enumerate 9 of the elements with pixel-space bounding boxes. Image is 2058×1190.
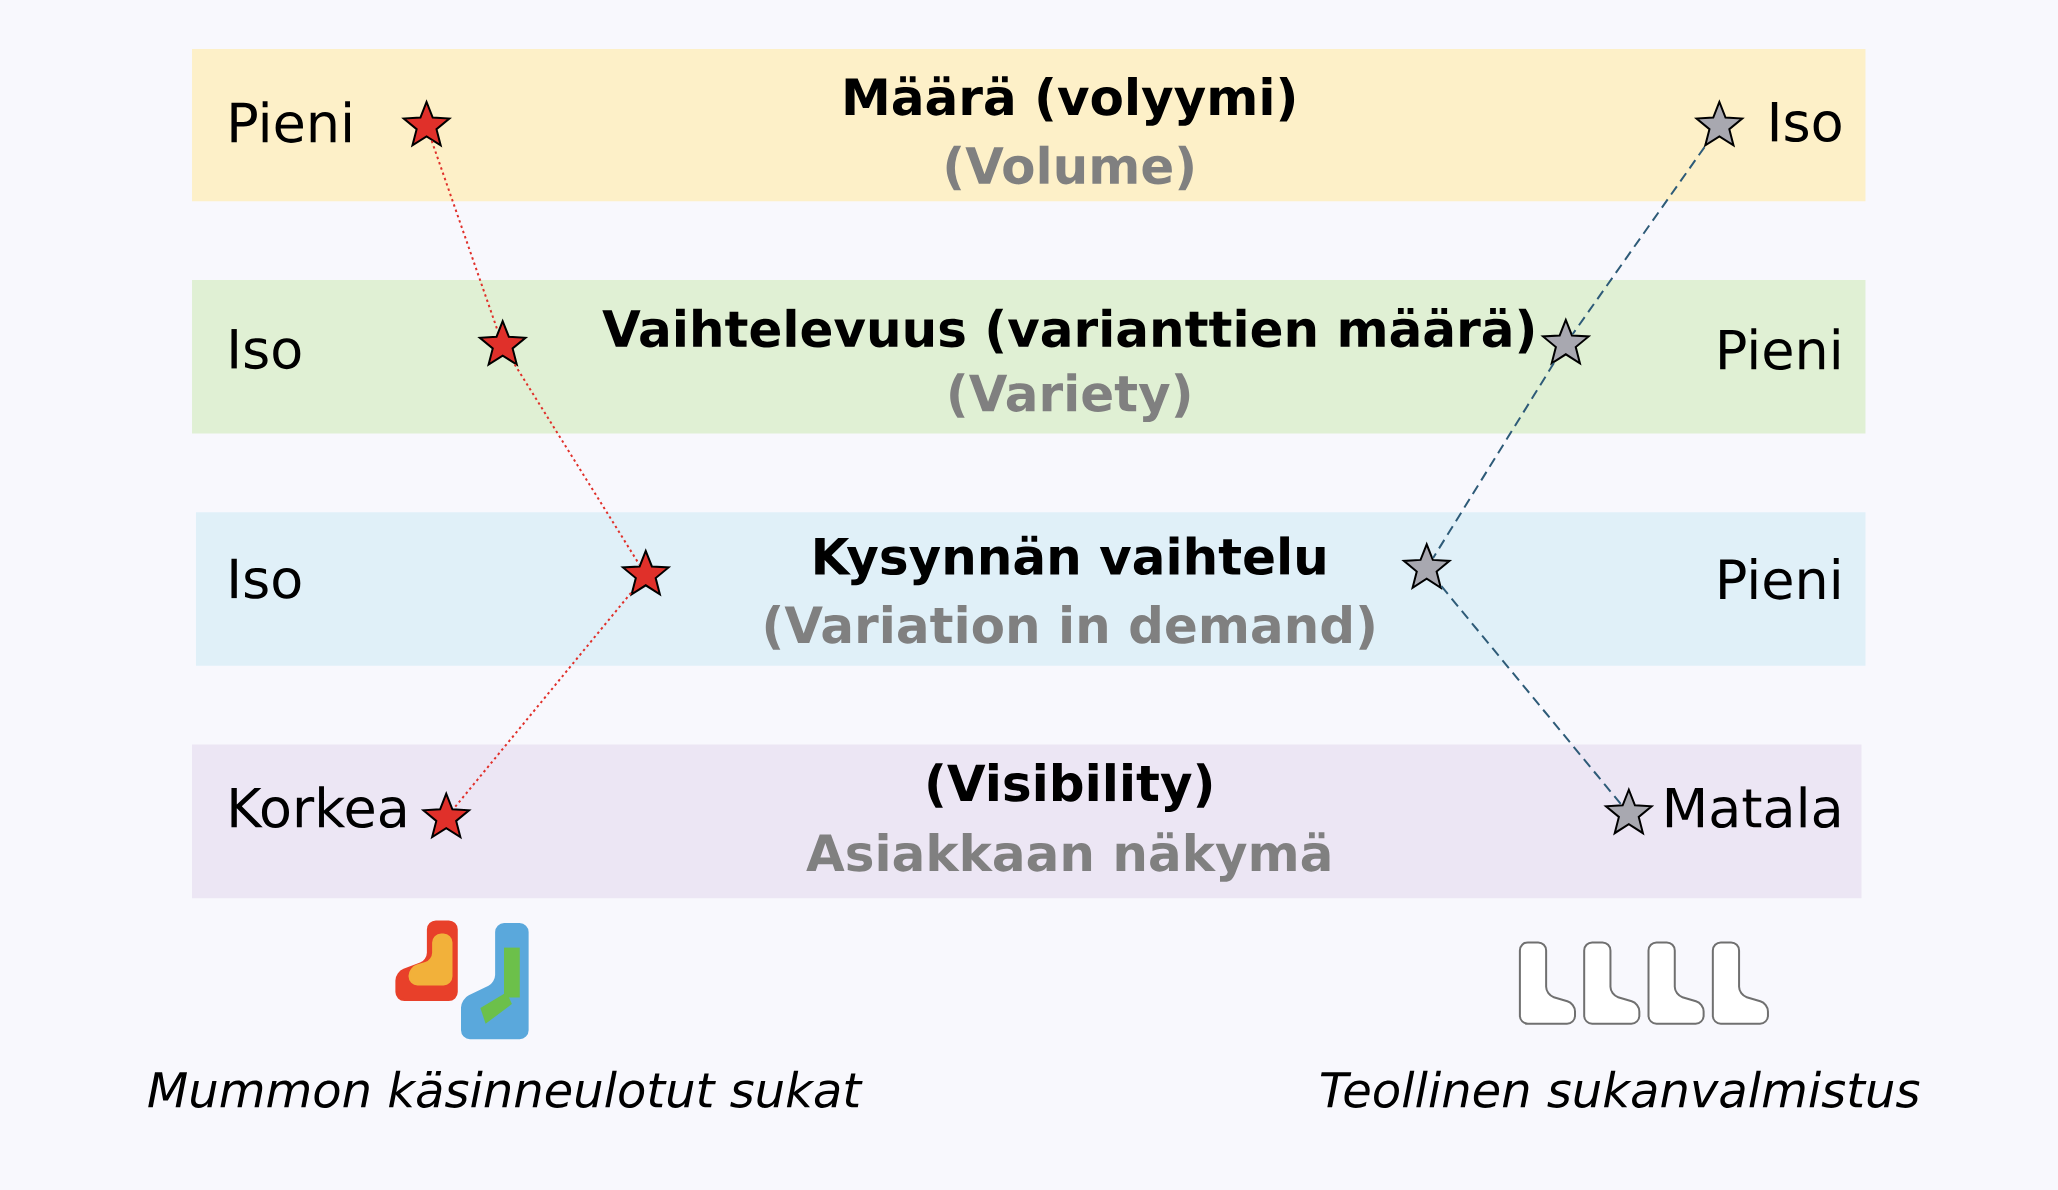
band: (Visibility) Asiakkaan näkymä Korkea Matala xyxy=(192,744,1862,898)
caption: Teollinen sukanvalmistus xyxy=(1320,1070,1920,1108)
connector-line xyxy=(1571,145,1706,336)
band: Vaihtelevuus (varianttien määrä) (Variety) Iso Pieni xyxy=(192,279,1866,434)
caption: Mummon käsinneulotut sukat xyxy=(148,1070,863,1108)
band: Kysynnän vaihtelu (Variation in demand) Iso Pieni xyxy=(195,512,1866,666)
connector-line xyxy=(1432,361,1555,559)
band: Määrä (volyymi) (Volume) Pieni Iso xyxy=(192,48,1866,201)
connector-line xyxy=(513,363,641,566)
